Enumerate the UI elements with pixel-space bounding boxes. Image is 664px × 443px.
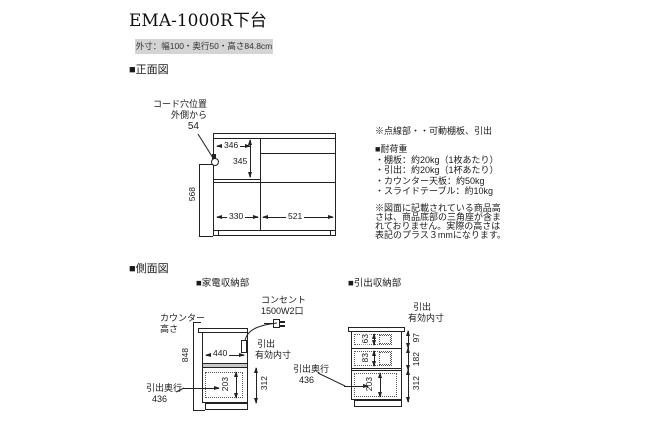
drawer3-dotted [354, 373, 397, 397]
height-bracket-bottom-tick [199, 236, 213, 237]
drawer-unit-inner-label-1: 引出 [413, 302, 432, 312]
drawer3-inner-arrow [378, 372, 382, 398]
dim-line-opening-height [248, 139, 252, 178]
drawer-unit-depth-value: 436 [299, 375, 315, 385]
dim-right-width: 521 [286, 211, 305, 222]
drawer-depth-value: 436 [152, 394, 168, 404]
slide-table-band [203, 363, 247, 368]
dim-drawer-outer: 312 [259, 375, 269, 392]
drawer-inner-label-1: 引出 [257, 339, 276, 349]
dim-left-width: 330 [227, 211, 246, 222]
drawer-depth-label: 引出奥行 [146, 383, 183, 393]
dim-height-568: 568 [187, 186, 197, 203]
load-item-drawer: ・引出：約20kg（1杯あたり） [375, 165, 499, 175]
dim-inner-width: 440 [211, 348, 230, 359]
plinth-notch-right [330, 231, 331, 236]
drawer-unit-depth-label: 引出奥行 [293, 364, 330, 374]
outer-size-text: 外寸：幅100・奥行50・高さ84.8cm [135, 40, 273, 51]
drawer-plinth [354, 400, 402, 407]
appliance-height-vline [193, 322, 194, 410]
load-capacity-title: ■耐荷重 [375, 144, 408, 154]
outlet-label-1: コンセント [261, 295, 307, 305]
drawer-dotted-outline [205, 372, 243, 398]
drawer1-inner-arrow [372, 333, 376, 346]
height-note-line1: ※図面に記載されている商品高 [375, 203, 501, 213]
dim-opening-width: 346 [222, 140, 241, 151]
load-item-slide-table: ・スライドテーブル：約10kg [375, 186, 493, 196]
drawer-depth-arrow [183, 386, 220, 390]
height-bracket-vline [199, 164, 200, 236]
dim-line-drawer-inner [234, 371, 238, 399]
plinth-notch-left [218, 231, 219, 236]
plug-icon [264, 317, 286, 329]
front-view-heading: ■正面図 [129, 64, 169, 76]
drawer3-outer-dim: 312 [411, 375, 421, 392]
height-note-line3: れておりません。実際の高さは [375, 221, 501, 231]
drawer2-inner-arrow [372, 350, 376, 367]
plug-body [273, 319, 280, 328]
compartment-bottom-line [214, 179, 260, 180]
cord-hole-square [212, 154, 216, 159]
appliance-plinth [205, 403, 248, 410]
plug-prong-top [280, 321, 285, 323]
height-note-line4: 表記のプラス３mmになります。 [375, 230, 506, 240]
outer-size-badge: 外寸：幅100・奥行50・高さ84.8cm [135, 39, 273, 54]
upper-vertical-divider [260, 138, 261, 182]
drawer3-outer-arrow [406, 369, 410, 403]
plinth-line [214, 230, 335, 231]
height-bracket-top-tick [199, 164, 213, 165]
drawer1-outer-arrow [406, 330, 410, 349]
cord-hole-value: 54 [187, 121, 199, 132]
height-note-line2: さは、商品底部の三角座が含ま [375, 212, 502, 222]
cord-hole-label-1: コード穴位置 [152, 99, 207, 109]
drawer-unit-inner-label-2: 有効内寸 [408, 313, 445, 323]
page-title: EMA-1000R下台 [129, 11, 267, 31]
right-top-drawer-line [261, 153, 335, 154]
dim-opening-height: 345 [231, 156, 250, 167]
dim-line-drawer-outer [254, 367, 258, 404]
drawer-unit-depth-arrow [344, 384, 369, 388]
cord-hole-circle [211, 158, 219, 166]
lower-vertical-divider [260, 183, 261, 230]
drawer2-inner-dim: 83 [360, 352, 370, 364]
appliance-height-bottom-tick [193, 410, 205, 411]
drawer1-outer-dim: 97 [411, 332, 421, 344]
cord-hole-leader-line [197, 133, 214, 159]
drawer2-outer-arrow [406, 347, 410, 371]
drawer-divider-1 [352, 348, 401, 349]
drawer2-front-box [379, 352, 391, 365]
plug-prong-bottom [280, 325, 285, 327]
drawer-part-heading: ■引出収納部 [348, 278, 402, 289]
side-view-heading: ■側面図 [129, 263, 169, 275]
outlet-rect [241, 340, 247, 353]
drawer-depth-leader [317, 372, 346, 387]
load-item-counter: ・カウンター天板：約50kg [375, 176, 485, 186]
load-item-shelf: ・棚板：約20kg（1枚あたり） [375, 155, 499, 165]
counter-height-label-2: 高さ [160, 324, 179, 334]
counter-height-label-1: カウンター [160, 313, 206, 323]
dim-appliance-height: 848 [180, 347, 190, 364]
plug-wire-stub [264, 323, 273, 324]
top-panel-line [214, 138, 335, 139]
drawer2-outer-dim: 182 [411, 351, 421, 368]
drawer1-front-box [379, 335, 391, 344]
drawer1-inner-dim: 63 [360, 333, 370, 345]
appliance-part-heading: ■家電収納部 [196, 278, 250, 289]
drawer-divider-band [352, 368, 401, 371]
outlet-label-2: 1500W2口 [261, 306, 304, 316]
cord-hole-label-2: 外側から [170, 110, 207, 120]
mid-horizontal-line [214, 182, 335, 183]
appliance-height-top-tick [193, 322, 201, 323]
drawer-inner-label-2: 有効内寸 [255, 350, 292, 360]
note-dotted: ※点線部・・可動棚板、引出 [375, 126, 493, 136]
dim-drawer-inner: 203 [220, 376, 230, 393]
